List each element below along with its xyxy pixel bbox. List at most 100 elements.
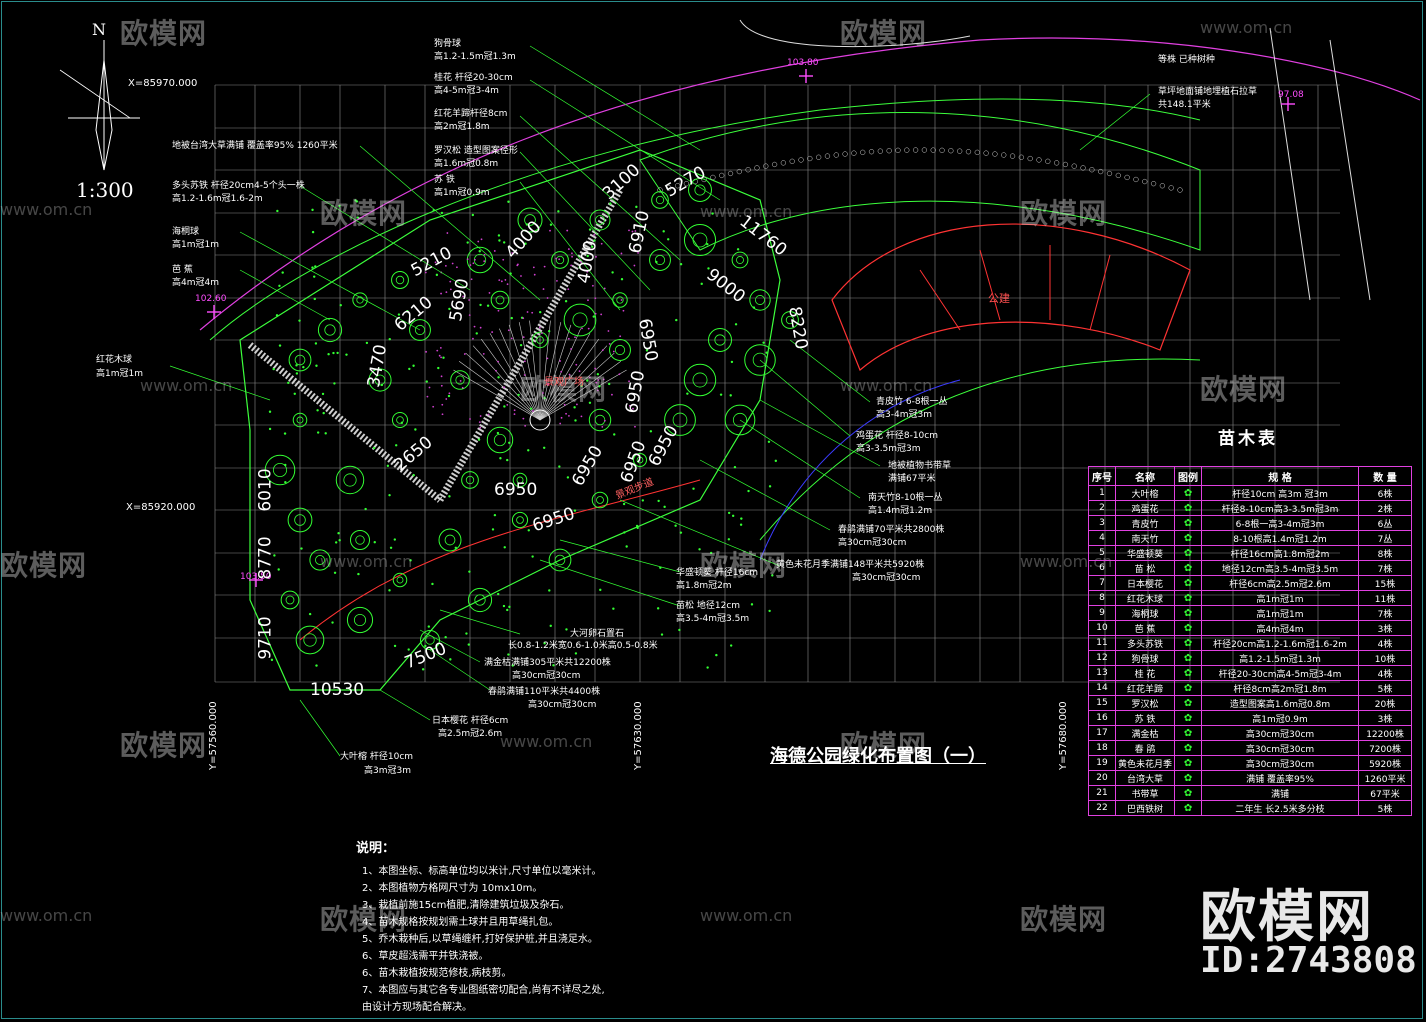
shrub-dot <box>475 332 478 335</box>
tree-core <box>474 594 486 606</box>
plaza-ray <box>539 322 562 421</box>
tree-core <box>655 195 665 205</box>
groundcover-dot <box>574 336 576 339</box>
shrub-dot <box>496 431 500 435</box>
groundcover-dot <box>434 261 437 264</box>
callout-line2: 高3m冠3m <box>364 766 411 776</box>
tree-symbol <box>563 303 597 337</box>
groundcover-dot <box>595 381 598 384</box>
plant-symbol-icon: ✿ <box>1183 757 1193 769</box>
groundcover-dot <box>440 292 442 295</box>
shrub-dot <box>752 306 756 309</box>
tree-core <box>296 416 304 424</box>
shrub-dot <box>598 385 601 388</box>
note-item: 3、栽植前施15cm植肥,清除建筑垃圾及杂石。 <box>362 900 570 911</box>
plant-name: 鸡蛋花 <box>1114 500 1176 516</box>
shrub-dot <box>531 555 534 558</box>
paving-dot <box>745 167 751 173</box>
shrub-dot <box>747 489 750 493</box>
tree-core <box>595 215 605 225</box>
callout-line1: 鸡蛋花 杆径8-10cm <box>856 431 939 441</box>
plant-quantity: 5株 <box>1358 800 1413 816</box>
groundcover-dot <box>594 312 597 315</box>
plant-quantity: 12200株 <box>1358 725 1413 741</box>
plant-symbol-icon: ✿ <box>1183 517 1193 529</box>
groundcover-dot <box>601 425 604 428</box>
plaza-ray <box>539 369 627 421</box>
legend-symbol-icon: ✿ <box>1174 575 1203 591</box>
groundcover-dot <box>491 331 494 333</box>
groundcover-dot <box>493 250 496 252</box>
shrub-dot <box>499 457 502 460</box>
tree-symbol <box>409 319 431 341</box>
plant-quantity: 2株 <box>1358 500 1413 516</box>
row-number: 3 <box>1088 515 1116 531</box>
shrub-dot <box>660 633 664 636</box>
compass-ray <box>59 69 131 119</box>
tree-core <box>692 232 708 248</box>
callout-line2: 高1.2-1.5m冠1.3m <box>434 52 516 62</box>
tree-symbol <box>264 454 296 486</box>
groundcover-dot <box>628 404 631 407</box>
legend-symbol-icon: ✿ <box>1174 755 1203 771</box>
plant-quantity: 3株 <box>1358 710 1413 726</box>
tree-core <box>455 375 465 385</box>
callout-line1: 日本樱花 杆径6cm <box>432 716 509 726</box>
paving-dot <box>1133 176 1139 183</box>
tree-core <box>315 555 325 565</box>
groundcover-dot <box>587 299 589 302</box>
shrub-dot <box>365 341 369 345</box>
tree-symbol <box>461 471 479 489</box>
groundcover-dot <box>571 255 573 258</box>
tree-symbol <box>651 191 669 209</box>
leader-line <box>439 609 521 635</box>
tree-core <box>356 296 364 304</box>
groundcover-dot <box>438 354 441 357</box>
shrub-dot <box>447 394 451 398</box>
groundcover-dot <box>632 407 634 410</box>
shrub-dot <box>635 205 638 209</box>
groundcover-dot <box>600 242 603 245</box>
shrub-dot <box>314 265 317 268</box>
groundcover-dot <box>483 253 486 256</box>
plant-spec: 杆径8-10cm高3-3.5m冠3m <box>1201 500 1360 516</box>
groundcover-dot <box>637 252 639 254</box>
paving-dot <box>1150 180 1157 187</box>
paving-dot <box>666 185 672 191</box>
groundcover-dot <box>449 280 452 283</box>
shrub-dot <box>424 644 427 648</box>
shrub-dot <box>612 607 615 610</box>
callout-line2: 高30cm冠30cm <box>838 538 907 548</box>
paving-dot <box>930 147 936 153</box>
plant-spec: 造型图案高1.6m冠0.8m <box>1201 695 1360 711</box>
tree-core <box>614 344 626 356</box>
shrub-dot <box>412 473 415 477</box>
tree-symbol <box>749 289 771 311</box>
groundcover-dot <box>580 261 583 263</box>
shrub-dot <box>497 376 500 379</box>
shrub-dot <box>268 427 272 431</box>
coord-y-right: Y=57680.000 <box>1058 701 1069 770</box>
plant-spec: 地径12cm高3.5-4m冠3.5m <box>1201 560 1360 576</box>
row-number: 4 <box>1088 530 1116 546</box>
tree-core <box>272 462 288 478</box>
groundcover-dot <box>506 403 509 406</box>
shrub-dot <box>613 433 616 436</box>
groundcover-dot <box>587 327 590 330</box>
groundcover-dot <box>473 325 476 328</box>
shrub-dot <box>573 509 577 512</box>
groundcover-dot <box>482 352 485 355</box>
plant-symbol-icon: ✿ <box>1183 487 1193 499</box>
plant-spec: 满铺 <box>1201 785 1360 801</box>
groundcover-dot <box>503 386 506 389</box>
shrub-dot <box>586 254 589 258</box>
shrub-dot <box>678 628 681 632</box>
shrub-dot <box>373 540 376 544</box>
column-header: 序号 <box>1088 466 1116 486</box>
paving-dot <box>886 148 892 154</box>
shrub-dot <box>393 538 397 541</box>
